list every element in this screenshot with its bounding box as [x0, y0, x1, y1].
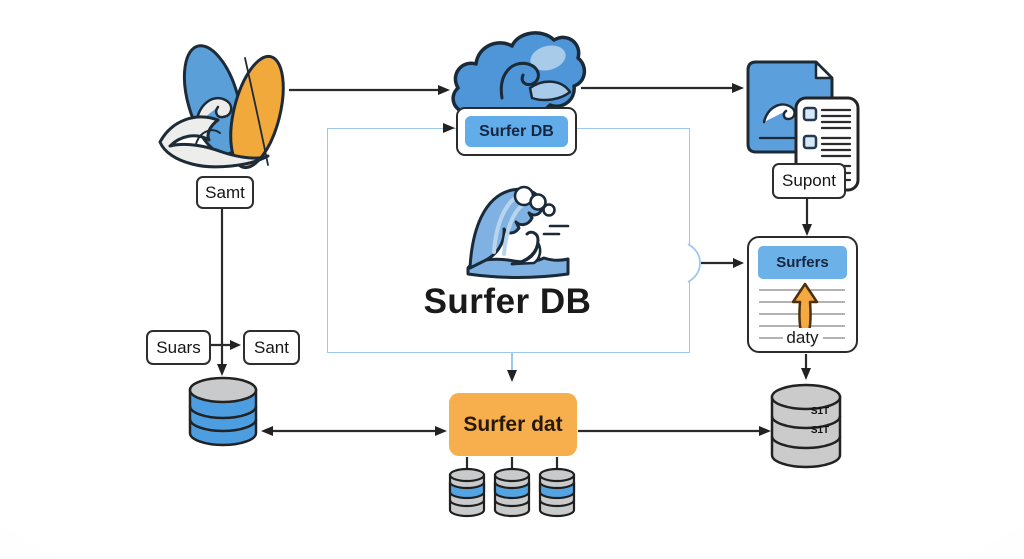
- arrow-into-rightdb-left: [759, 426, 771, 436]
- arrow-into-orangebox: [507, 370, 517, 382]
- cloud-icon: [451, 31, 587, 119]
- cloud-db-label-badge: Surfer DB: [465, 116, 568, 147]
- shard-db-1: [448, 467, 486, 518]
- arrow-into-cloud: [438, 85, 450, 95]
- supont-label: Supont: [772, 163, 846, 199]
- brace-mask: [683, 245, 693, 281]
- shard-db-2: [493, 467, 531, 518]
- surfers-panel: Surfers daty: [747, 236, 858, 353]
- arrowheads: [217, 83, 812, 436]
- arrow-into-surfers-left: [733, 258, 744, 268]
- arrow-into-sant: [230, 340, 241, 350]
- surfers-header-text: Surfers: [776, 254, 829, 271]
- sant-label: Sant: [243, 330, 300, 365]
- suars-label: Suars: [146, 330, 211, 365]
- sant-label-text: Sant: [254, 337, 289, 357]
- suars-label-text: Suars: [156, 337, 201, 357]
- arrow-into-documents: [732, 83, 744, 93]
- central-title: Surfer DB: [423, 282, 592, 321]
- shard-db-3: [538, 467, 576, 518]
- cloud-db-label-text: Surfer DB: [479, 122, 554, 140]
- connector-lines: [209, 86, 809, 469]
- arrow-into-surfers-top: [802, 224, 812, 236]
- surfer-dat-box: Surfer dat: [449, 393, 577, 456]
- samt-label: Samt: [196, 176, 254, 209]
- cloud-db-label: Surfer DB: [456, 107, 577, 156]
- arrow-into-leftdb: [217, 364, 227, 376]
- wave-icon: [466, 185, 570, 279]
- samt-label-text: Samt: [205, 182, 245, 202]
- surfers-panel-header: Surfers: [758, 246, 847, 279]
- right-db-row-1: S1T: [811, 406, 829, 417]
- brace-connector: [687, 243, 701, 283]
- surfboards-icon: [158, 44, 285, 170]
- supont-label-text: Supont: [782, 171, 836, 190]
- arrow-into-orangebox-left: [435, 426, 447, 436]
- right-db-row-2: S1T: [811, 425, 829, 436]
- right-database-icon: S1T S1T: [770, 383, 842, 469]
- left-database-icon: [188, 376, 258, 447]
- arrow-into-leftdb-right: [261, 426, 273, 436]
- arrow-into-rightdb-top: [801, 368, 811, 380]
- surfers-caption: daty: [782, 328, 823, 348]
- arrow-into-cloud-label: [443, 123, 455, 133]
- shard-databases-icon: [448, 467, 576, 518]
